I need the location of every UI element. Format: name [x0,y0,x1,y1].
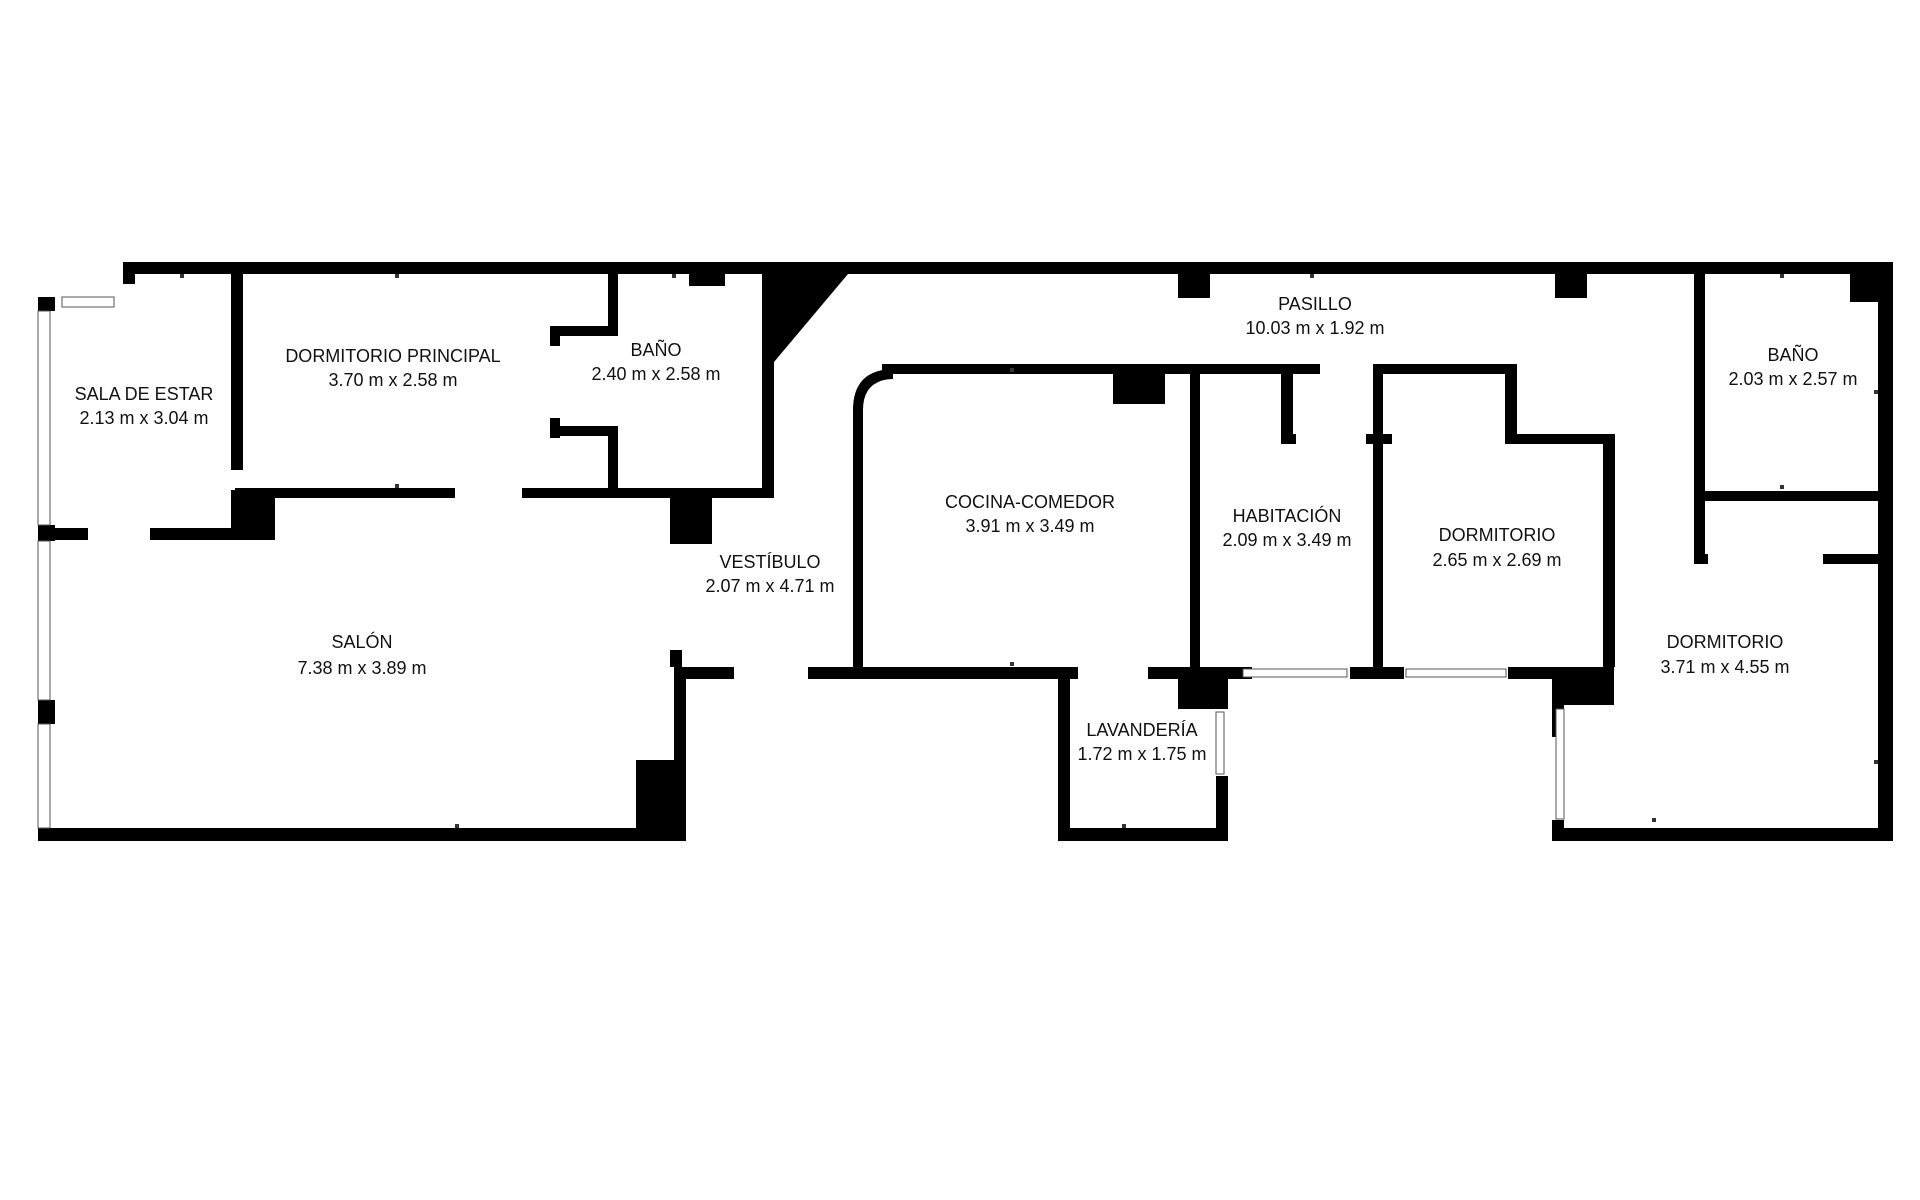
room-name-pasillo: PASILLO [1278,294,1352,314]
room-dims-habitacion: 2.09 m x 3.49 m [1222,530,1351,550]
room-name-dormitorio-1: DORMITORIO [1439,525,1556,545]
room-name-dormitorio-principal: DORMITORIO PRINCIPAL [285,346,500,366]
windows [37,296,1565,829]
room-dims-vestibulo: 2.07 m x 4.71 m [705,576,834,596]
room-dims-bano-1: 2.40 m x 2.58 m [591,364,720,384]
room-name-cocina-comedor: COCINA-COMEDOR [945,492,1115,512]
room-name-sala-de-estar: SALA DE ESTAR [75,384,214,404]
dimension-markers [180,274,1878,828]
room-dims-pasillo: 10.03 m x 1.92 m [1245,318,1384,338]
room-dims-sala-de-estar: 2.13 m x 3.04 m [79,408,208,428]
room-name-bano-1: BAÑO [630,339,681,360]
room-name-habitacion: HABITACIÓN [1233,505,1342,526]
room-dims-salon: 7.38 m x 3.89 m [297,658,426,678]
room-dims-lavanderia: 1.72 m x 1.75 m [1077,744,1206,764]
room-dims-cocina-comedor: 3.91 m x 3.49 m [965,516,1094,536]
room-dims-dormitorio-2: 3.71 m x 4.55 m [1660,657,1789,677]
room-dims-dormitorio-1: 2.65 m x 2.69 m [1432,550,1561,570]
room-name-dormitorio-2: DORMITORIO [1667,632,1784,652]
room-name-bano-2: BAÑO [1767,344,1818,365]
room-name-lavanderia: LAVANDERÍA [1086,720,1197,740]
room-dims-bano-2: 2.03 m x 2.57 m [1728,369,1857,389]
room-labels: SALA DE ESTAR 2.13 m x 3.04 m DORMITORIO… [75,294,1858,764]
walls [38,262,1893,841]
room-dims-dormitorio-principal: 3.70 m x 2.58 m [328,370,457,390]
room-name-salon: SALÓN [331,631,392,652]
room-name-vestibulo: VESTÍBULO [719,552,820,572]
